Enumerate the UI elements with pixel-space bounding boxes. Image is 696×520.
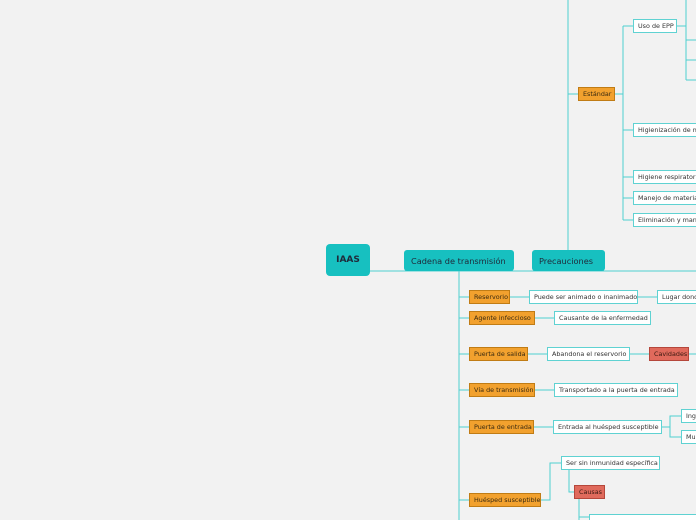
cavidades-label: Cavidades <box>654 350 688 358</box>
node-causas[interactable]: Causas <box>574 485 605 499</box>
node-manejo-material[interactable]: Manejo de materia <box>633 191 696 205</box>
branch-cadena-de-transmision[interactable]: Cadena de transmisión <box>404 250 514 271</box>
reservorio-detail-label: Puede ser animado o inanimado <box>534 293 638 301</box>
node-cavidades[interactable]: Cavidades <box>649 347 689 361</box>
root-label: IAAS <box>336 255 360 265</box>
via-label: Vía de transmisión <box>474 386 534 394</box>
reservorio-label: Reservorio <box>474 293 508 301</box>
node-huesped-detail[interactable]: Ser sin inmunidad específica <box>561 456 660 470</box>
puerta-entrada-detail-label: Entrada al huésped susceptible <box>558 423 659 431</box>
node-eliminacion[interactable]: Eliminación y mane <box>633 213 696 227</box>
higienizacion-label: Higienización de m <box>638 126 696 134</box>
node-huesped-susceptible[interactable]: Huésped susceptible <box>469 493 541 507</box>
branch-precauciones-label: Precauciones <box>539 255 594 266</box>
node-puerta-entrada[interactable]: Puerta de entrada <box>469 420 534 434</box>
node-puerta-entrada-detail[interactable]: Entrada al huésped susceptible <box>553 420 662 434</box>
node-reservorio-extra[interactable]: Lugar dond <box>657 290 696 304</box>
node-puerta-salida[interactable]: Puerta de salida <box>469 347 528 361</box>
node-via-detail[interactable]: Transportado a la puerta de entrada <box>554 383 678 397</box>
node-uso-epp[interactable]: Uso de EPP <box>633 19 677 33</box>
mucosas-label: Muc <box>686 433 696 441</box>
node-puerta-salida-detail[interactable]: Abandona el reservorio <box>547 347 630 361</box>
node-agente-infeccioso[interactable]: Agente infeccioso <box>469 311 535 325</box>
via-detail-label: Transportado a la puerta de entrada <box>559 386 675 394</box>
agente-label: Agente infeccioso <box>474 314 531 322</box>
root-node[interactable]: IAAS <box>326 244 370 276</box>
eliminacion-label: Eliminación y mane <box>638 216 696 224</box>
node-causas-child[interactable] <box>589 514 696 520</box>
puerta-entrada-label: Puerta de entrada <box>474 423 532 431</box>
node-via-transmision[interactable]: Vía de transmisión <box>469 383 535 397</box>
huesped-detail-label: Ser sin inmunidad específica <box>566 459 658 467</box>
puerta-salida-label: Puerta de salida <box>474 350 526 358</box>
puerta-salida-detail-label: Abandona el reservorio <box>552 350 627 358</box>
node-higiene-respiratoria[interactable]: Higiene respiratori <box>633 170 696 184</box>
branch-precauciones[interactable]: Precauciones <box>532 250 605 271</box>
node-ingestion[interactable]: Inge <box>681 409 696 423</box>
agente-detail-label: Causante de la enfermedad <box>559 314 648 322</box>
causas-label: Causas <box>579 488 603 496</box>
node-estandar[interactable]: Estándar <box>578 87 615 101</box>
node-reservorio-detail[interactable]: Puede ser animado o inanimado <box>529 290 638 304</box>
node-mucosas[interactable]: Muc <box>681 430 696 444</box>
higiene-resp-label: Higiene respiratori <box>638 173 696 181</box>
node-higienizacion[interactable]: Higienización de m <box>633 123 696 137</box>
huesped-label: Huésped susceptible <box>474 496 541 504</box>
node-reservorio[interactable]: Reservorio <box>469 290 510 304</box>
uso-epp-label: Uso de EPP <box>638 22 674 30</box>
ingestion-label: Inge <box>686 412 696 420</box>
manejo-label: Manejo de materia <box>638 194 696 202</box>
node-agente-detail[interactable]: Causante de la enfermedad <box>554 311 651 325</box>
reservorio-extra-label: Lugar dond <box>662 293 696 301</box>
estandar-label: Estándar <box>583 90 612 98</box>
branch-cadena-label: Cadena de transmisión <box>411 255 506 266</box>
